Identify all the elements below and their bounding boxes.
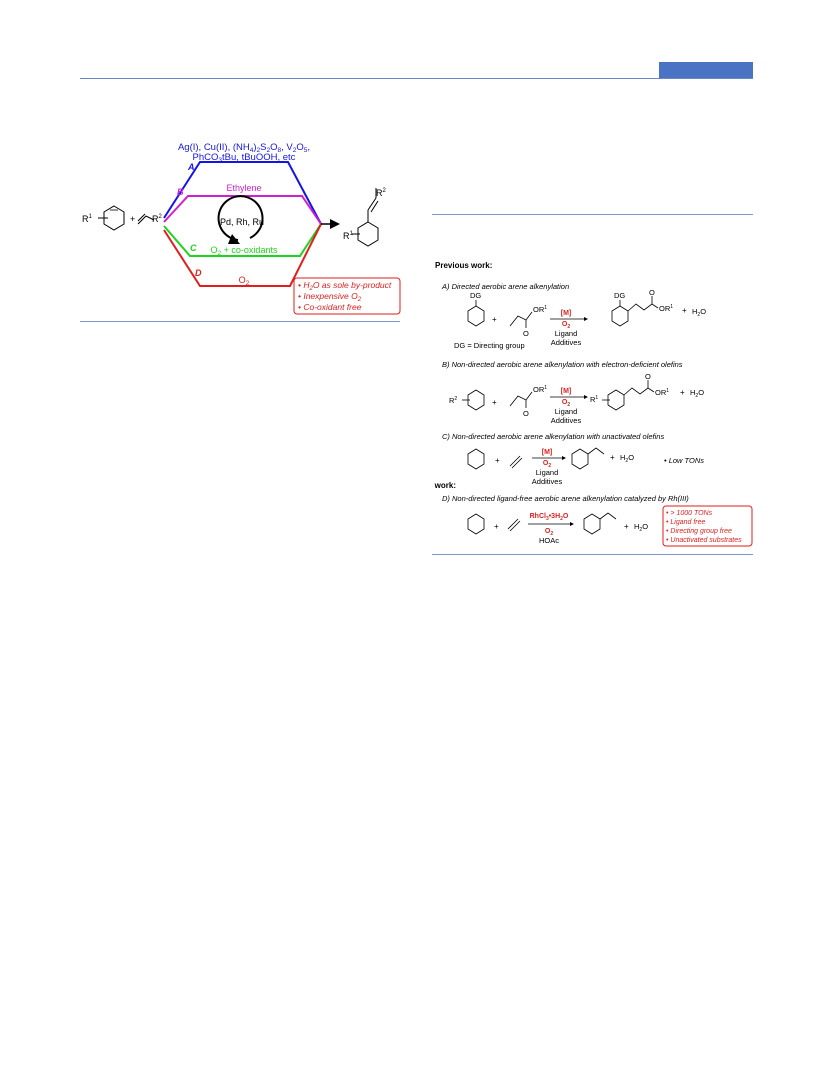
path-d-line	[163, 223, 322, 287]
section-c-h2o: H2O	[620, 453, 634, 464]
section-a-ligand: Ligand	[555, 329, 578, 338]
section-c-o2: O2	[543, 460, 551, 469]
product-r1-label: R1	[343, 231, 354, 241]
section-a-acrylate	[509, 311, 533, 328]
o2-label: O2	[239, 275, 250, 287]
catalysts-label: Pd, Rh, Ru	[220, 217, 264, 227]
section-b-product	[602, 380, 655, 411]
section-d-title: D) Non-directed ligand-free aerobic aren…	[442, 494, 689, 503]
section-c-plus2: +	[610, 453, 615, 462]
section-a-dg-definition: DG = Directing group	[454, 341, 525, 350]
section-a-or1: OR1	[533, 305, 547, 314]
section-b-ligand: Ligand	[555, 407, 578, 416]
section-a-product-o: O	[649, 288, 655, 297]
section-d-ethylene	[507, 518, 519, 530]
section-b-product-or1: OR1	[655, 388, 669, 397]
reactant-arene	[98, 205, 125, 231]
section-b-catalyst: [M]	[561, 388, 572, 395]
section-a-plus: +	[492, 315, 497, 324]
section-b-or1: OR1	[533, 385, 547, 394]
section-b-o: O	[523, 409, 529, 418]
section-c-title: C) Non-directed aerobic arene alkenylati…	[442, 432, 664, 441]
o2-co-oxidants-label: O2 + co-oxidants	[211, 245, 278, 257]
path-a-line	[163, 161, 322, 225]
section-a-catalyst: [M]	[561, 310, 572, 317]
section-b-product-r1: R1	[590, 395, 598, 404]
this-work-heading: This work:	[432, 481, 456, 490]
benefit-inexpensive-o2: • Inexpensive O2	[298, 291, 362, 303]
figure-2-scheme: Previous work: A) Directed aerobic arene…	[432, 261, 753, 547]
section-c-benzene	[467, 448, 485, 470]
section-a-o2: O2	[562, 321, 570, 330]
section-a-o: O	[523, 329, 529, 338]
catalytic-cycle-arc	[217, 195, 264, 241]
section-a-dg: DG	[470, 291, 481, 300]
section-c-plus: +	[495, 456, 500, 465]
figure-1-bottom-rule	[80, 321, 400, 322]
section-c-ethylene	[509, 455, 521, 467]
ethylene-label: Ethylene	[226, 183, 261, 193]
oxidants-text-line2: PhCO3tBu, tBuOOH, etc	[193, 152, 296, 164]
reaction-arrowhead	[330, 219, 340, 229]
section-c-low-tons: • Low TONs	[664, 456, 704, 465]
section-a-h2o: H2O	[692, 307, 706, 318]
section-b-acrylate	[509, 391, 533, 408]
section-b-product-o: O	[645, 372, 651, 381]
section-b-plus: +	[492, 398, 497, 407]
reactant-plus: +	[130, 214, 135, 224]
section-d-hoac: HOAc	[539, 536, 559, 545]
section-b-plus2: +	[680, 388, 685, 397]
header-rule	[80, 78, 753, 79]
benefit-1000-tons: • > 1000 TONs	[666, 510, 713, 517]
section-b-title: B) Non-directed aerobic arene alkenylati…	[442, 360, 683, 369]
benefit-unactivated-substrates: • Unactivated substrates	[666, 537, 742, 544]
section-a-product-dg: DG	[614, 291, 625, 300]
section-b-h2o: H2O	[690, 388, 704, 399]
section-d-plus2: +	[624, 522, 629, 531]
product-r2-label: R2	[376, 188, 387, 198]
section-d-product	[583, 512, 617, 535]
header-corner-tab	[659, 62, 753, 78]
figure-1-scheme: Ag(I), Cu(II), (NH4)2S2O8, V2O5, PhCO3tB…	[82, 142, 401, 315]
path-a-label: A	[187, 162, 195, 172]
this-work-benefits-box	[662, 505, 753, 547]
oxidants-text-line1: Ag(I), Cu(II), (NH4)2S2O8, V2O5,	[178, 142, 310, 154]
section-d-catalyst: RhCl3•3H2O	[530, 513, 569, 522]
section-c-product	[571, 447, 605, 470]
figure-2-bottom-rule	[432, 554, 753, 555]
benefit-ligand-free: • Ligand free	[666, 519, 706, 526]
section-c-ligand: Ligand	[536, 468, 559, 477]
section-a-plus2: +	[682, 306, 687, 315]
section-d-benzene	[467, 513, 485, 535]
section-a-product-or1: OR1	[659, 304, 673, 313]
benefit-h2o: • H2O as sole by-product	[298, 280, 392, 292]
reactant-alkene	[137, 215, 155, 225]
section-c-additives: Additives	[532, 477, 563, 486]
benefits-box	[293, 277, 401, 315]
section-d-h2o: H2O	[634, 522, 648, 533]
path-c-label: C	[190, 243, 197, 253]
path-b-label: B	[177, 187, 184, 197]
section-b-arene	[462, 389, 485, 411]
figure-2-top-rule	[432, 214, 753, 215]
section-d-plus: +	[494, 522, 499, 531]
previous-work-heading: Previous work:	[435, 261, 492, 270]
reactant-r2-label: R2	[152, 214, 163, 224]
benefit-co-oxidant-free: • Co-oxidant free	[298, 302, 362, 312]
path-c-line	[163, 223, 322, 257]
section-a-additives: Additives	[551, 338, 582, 347]
section-b-additives: Additives	[551, 416, 582, 425]
cycle-arrowhead	[228, 234, 240, 244]
section-a-product	[611, 296, 659, 327]
section-a-arene	[467, 300, 485, 327]
product-structure	[352, 188, 379, 247]
section-b-r2: R2	[449, 396, 457, 405]
section-c-catalyst: [M]	[542, 449, 553, 456]
section-b-o2: O2	[562, 399, 570, 408]
reactant-r1-label: R1	[82, 214, 93, 224]
section-d-o2: O2	[545, 528, 553, 537]
benefit-directing-group-free: • Directing group free	[666, 528, 732, 535]
path-d-label: D	[195, 268, 202, 278]
section-a-title: A) Directed aerobic arene alkenylation	[441, 282, 569, 291]
